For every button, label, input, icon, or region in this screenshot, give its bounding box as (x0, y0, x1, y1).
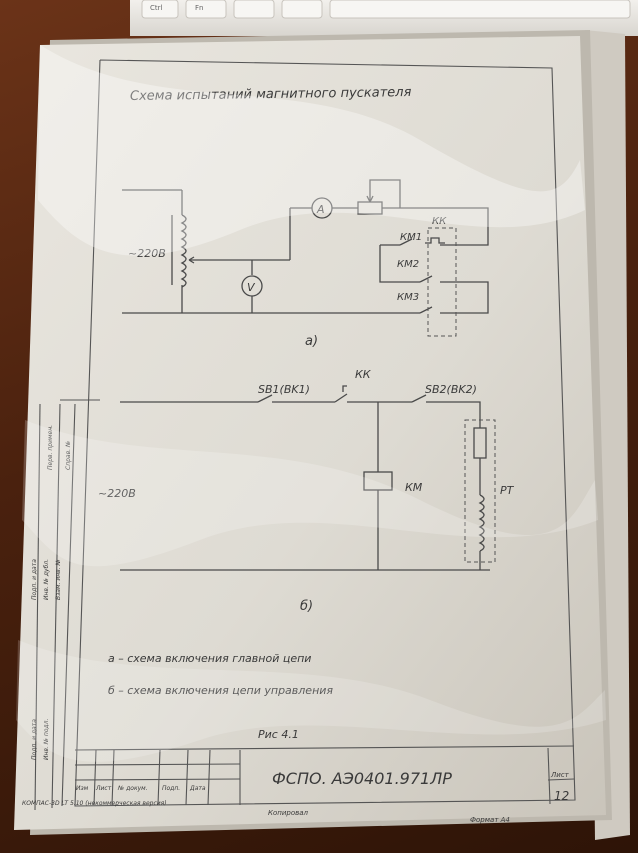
contact-km3-icon (419, 306, 433, 314)
voltmeter-label: V (247, 281, 256, 294)
figure-caption: Рис 4.1 (258, 728, 299, 741)
relay-kk-contact-icon (334, 385, 348, 403)
side-column-4: Инв. № дубл. (43, 559, 50, 600)
side-column-3: Подп. и дата (31, 559, 38, 600)
stamp-format-label: Формат А4 (470, 816, 510, 824)
key-ctrl: Ctrl (141, 0, 179, 19)
relay-rt-box (464, 419, 496, 563)
legend-line-a: а – схема включения главной цепи (108, 652, 311, 665)
key-space (329, 0, 631, 19)
side-column-5: Взам. инв. № (55, 559, 62, 600)
stamp-document-code: ФСПО. АЭ0401.971ЛР (272, 769, 452, 788)
side-column-2: Справ. № (65, 441, 72, 470)
switch-sb2-label: SB2(BK2) (425, 383, 477, 396)
contact-km1-icon (399, 238, 413, 246)
relay-rt-label: РТ (500, 484, 515, 497)
key-4 (281, 0, 323, 19)
stamp-col-doc: № докум. (117, 785, 148, 792)
key-fn: Fn (185, 0, 227, 19)
contact-km2-icon (419, 275, 433, 283)
winding-rt-icon (478, 494, 485, 552)
stamp-col-izm: Изм (76, 785, 89, 792)
coil-km-label: КМ (405, 481, 423, 494)
plastic-sleeve-glare (16, 45, 606, 762)
legend-line-b: б – схема включения цепи управления (108, 684, 333, 697)
relay-kk-label-b: КК (355, 368, 372, 381)
diagram-b-supply-label: ~220В (98, 487, 136, 500)
relay-kk-label: КК (432, 216, 447, 227)
side-column-6: Подп. и дата (31, 719, 38, 760)
keyboard: Ctrl Fn (130, 0, 638, 36)
key-3 (233, 0, 275, 19)
stamp-copied-label: Копировал (268, 809, 309, 817)
contact-km1-label: КМ1 (400, 232, 422, 243)
key-ctrl-label: Ctrl (150, 4, 163, 12)
stamp-col-date: Дата (189, 785, 206, 792)
side-column-7: Инв. № подл. (43, 719, 50, 760)
side-column-1: Перв. примен. (47, 425, 54, 470)
diagram-b-caption: б) (300, 599, 313, 614)
side-columns: Перв. примен. Справ. № Подп. и дата Инв.… (31, 425, 72, 760)
relay-kk-box (427, 227, 457, 337)
title-block: Изм Лист № докум. Подп. Дата ФСПО. АЭ040… (22, 745, 575, 824)
diagram-a: A V ~220В КМ1 КК КМ2 КМ3 а) (122, 179, 489, 349)
stamp-col-sign: Подп. (162, 785, 180, 792)
contact-km3-label: КМ3 (397, 292, 419, 303)
drawing-title: Схема испытаний магнитного пускателя (130, 85, 412, 104)
stamp-sheet-number: 12 (554, 789, 569, 803)
diagram-b: SB1(BK1) КК SB2(BK2) КМ РТ ~220В б) (98, 368, 515, 614)
diagram-a-supply-label: ~220В (128, 247, 166, 260)
stamp-col-list: Лист (95, 785, 112, 792)
stamp-sheet-label: Лист (550, 771, 570, 779)
diagram-a-caption: а) (305, 334, 318, 349)
drawing-frame (34, 59, 576, 811)
paper-sheet (14, 36, 606, 830)
autotransformer-winding (180, 214, 187, 288)
key-fn-label: Fn (195, 4, 203, 12)
stamp-software-note: КОМПАС-3D LT 5.10 (некоммерческая версия… (22, 800, 167, 807)
switch-sb1-label: SB1(BK1) (258, 383, 310, 396)
ammeter-label: A (316, 203, 325, 216)
switch-sb2-icon (411, 394, 427, 403)
contact-km2-label: КМ2 (397, 259, 419, 270)
switch-sb1-icon (257, 394, 273, 403)
